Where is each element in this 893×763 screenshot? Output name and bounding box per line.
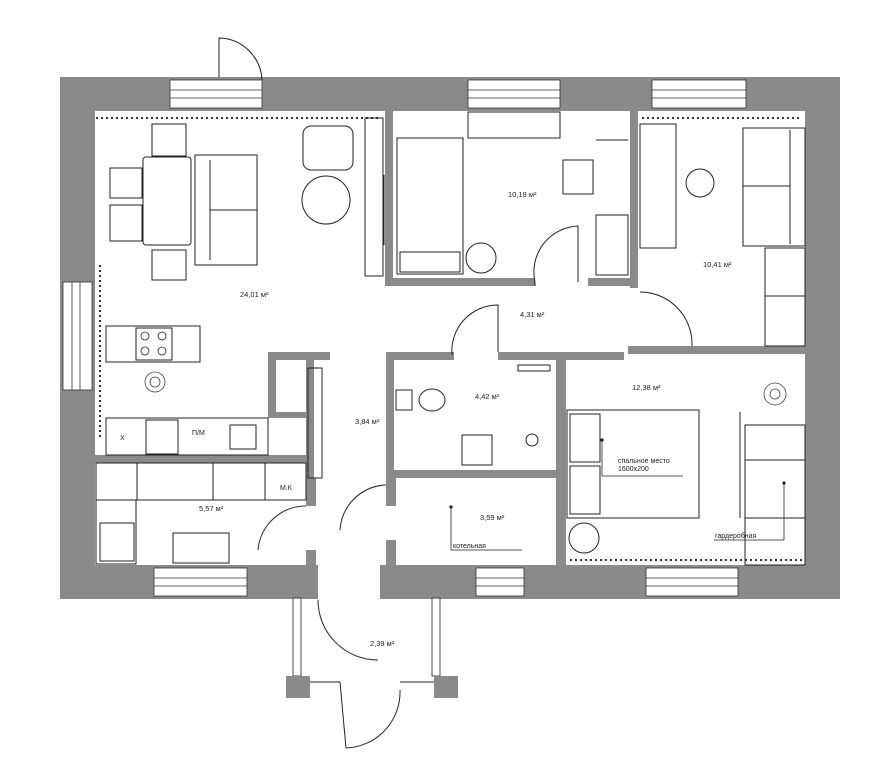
room-area-boiler-room: 3,59 м² xyxy=(480,513,505,522)
room-area-hall: 4,31 м² xyxy=(520,310,545,319)
room-area-corridor: 3,84 м² xyxy=(355,417,380,426)
master-bedroom-furniture xyxy=(566,409,806,566)
room-area-master-bedroom: 12,38 м² xyxy=(632,383,661,392)
kitchen-furniture xyxy=(95,367,323,565)
bathroom-fixtures xyxy=(395,364,551,466)
interior-walls xyxy=(95,108,806,565)
room-area-kitchen: 5,57 м² xyxy=(199,504,224,513)
bed-size-label-1: спальное место xyxy=(618,458,670,465)
room-area-office: 10,41 м² xyxy=(703,260,732,269)
dishwasher-label: П/М xyxy=(192,430,205,437)
wardrobe-label: гардеробная xyxy=(715,532,757,540)
bed-size-label-2: 1600х200 xyxy=(618,466,649,473)
plant-icon xyxy=(144,371,787,406)
room-area-bathroom: 4,42 м² xyxy=(475,392,500,401)
washer-label: М.К xyxy=(280,485,293,492)
living-room-furniture xyxy=(105,117,385,456)
doors xyxy=(218,37,693,749)
leader-lines xyxy=(450,440,785,551)
porch xyxy=(286,597,458,749)
windows xyxy=(62,79,747,597)
bedroom-1-furniture xyxy=(396,111,629,276)
curtain-living xyxy=(96,117,380,440)
room-area-bedroom-1: 10,18 м² xyxy=(508,190,537,199)
boiler-label: котельная xyxy=(453,543,486,550)
room-area-living: 24,01 м² xyxy=(240,290,269,299)
entrance-opening xyxy=(318,565,380,599)
office-furniture xyxy=(639,123,806,347)
stove-icon xyxy=(140,331,167,356)
fridge-label: Х xyxy=(120,435,125,442)
room-area-porch: 2,39 м² xyxy=(370,639,395,648)
